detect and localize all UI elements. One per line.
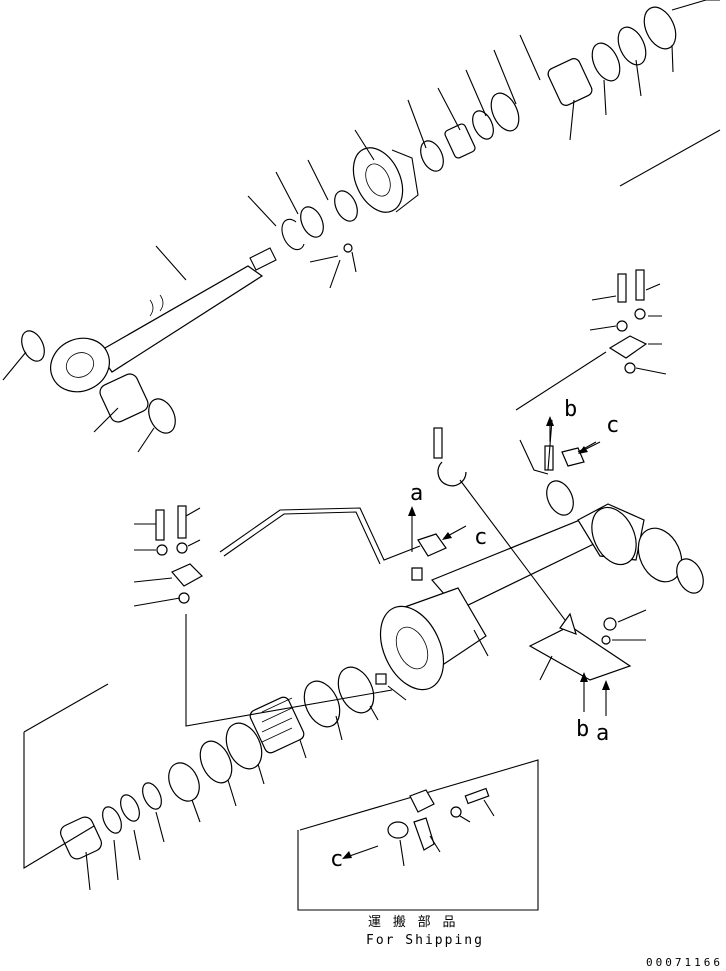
rod-seal-group [281, 190, 358, 263]
shipping-inset [297, 759, 539, 911]
label-a-lower: a [596, 721, 609, 746]
label-a-upper: a [410, 481, 423, 506]
cylinder-head-upper [352, 147, 419, 213]
pipe-elbow-right [519, 419, 597, 475]
label-c-right: c [606, 413, 619, 438]
hydraulic-pipe [219, 427, 581, 641]
shipping-note-english: For Shipping [366, 933, 484, 948]
leader-lines-top [2, 0, 721, 453]
shipping-note-japanese: 運 搬 部 品 [368, 915, 457, 930]
cylinder-head-lower [375, 587, 487, 691]
label-b-lower: b [576, 717, 589, 742]
piston-rod [50, 247, 277, 393]
label-c-upper: c [474, 525, 487, 550]
lower-bracket-plate [528, 609, 647, 681]
cylinder-tube [430, 480, 704, 611]
label-b-right: b [564, 397, 577, 422]
right-clamp-group [515, 269, 667, 411]
left-clamp-group [133, 505, 203, 607]
rod-end-bushings [21, 330, 176, 434]
leader-lines-bottom [23, 614, 489, 891]
label-c-inset: c [330, 847, 343, 872]
piston-seal-group [60, 666, 375, 860]
drawing-code: 00071166 [646, 956, 723, 969]
direction-arrows [342, 416, 610, 859]
upper-ring-group [420, 6, 677, 172]
